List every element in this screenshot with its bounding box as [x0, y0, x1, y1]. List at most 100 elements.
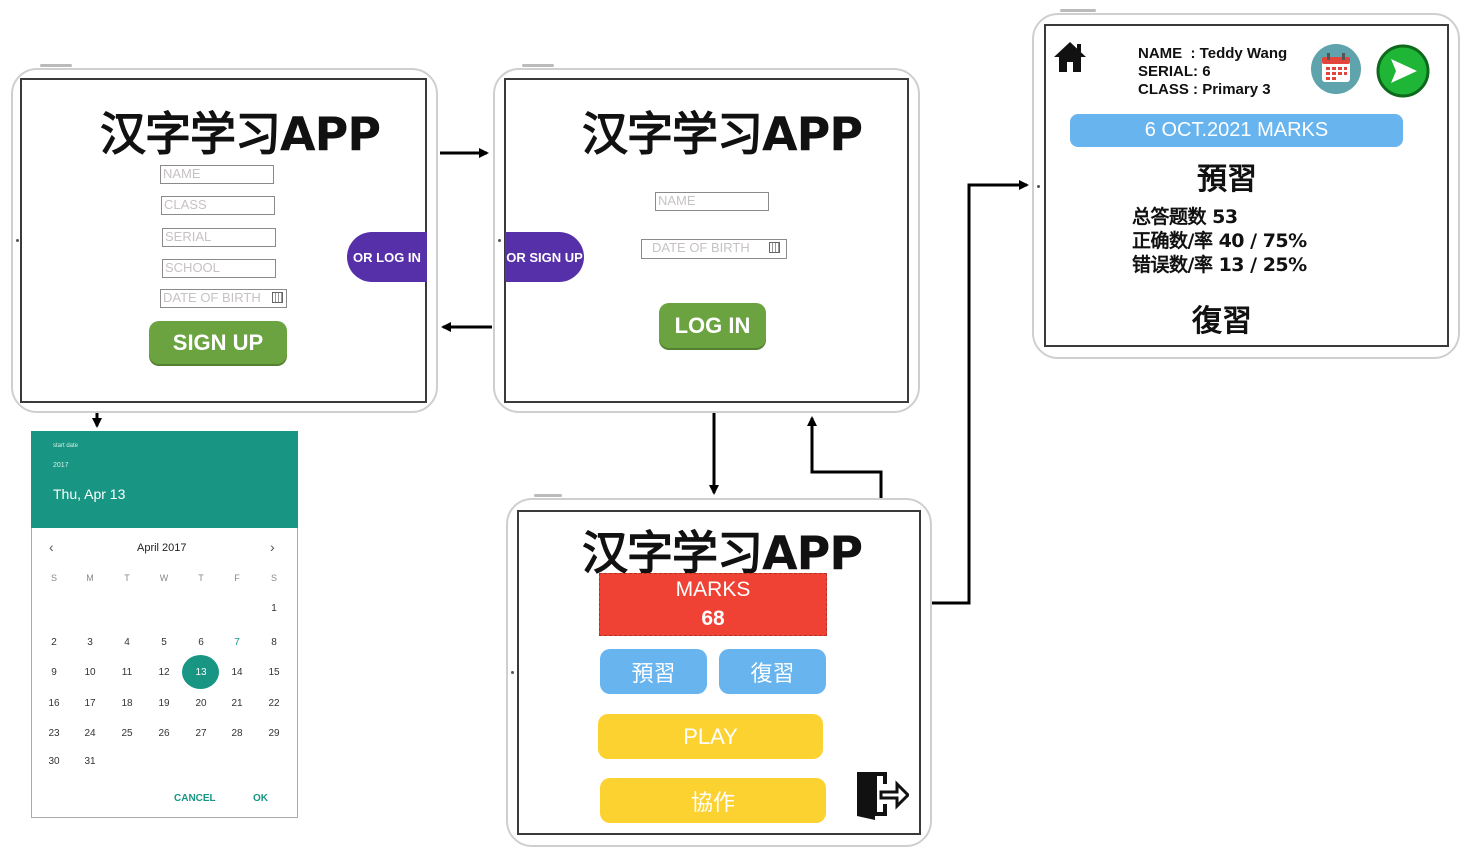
chevron-right-icon[interactable]: ›: [270, 539, 275, 555]
calendar-day[interactable]: 10: [84, 667, 96, 678]
weekday-label: T: [198, 573, 204, 583]
review-heading: 復習: [1192, 304, 1252, 339]
calendar-day[interactable]: 27: [195, 728, 207, 739]
stat-value: 53: [1212, 206, 1238, 228]
calendar-day[interactable]: 15: [268, 667, 280, 678]
signup-serial-field[interactable]: SERIAL: [162, 228, 276, 247]
play-button[interactable]: PLAY: [598, 714, 823, 759]
weekday-label: S: [270, 573, 277, 583]
login-app-title: 汉字学习APP: [582, 107, 863, 161]
exit-door-icon[interactable]: [853, 766, 909, 822]
calendar-day[interactable]: 25: [121, 728, 133, 739]
login-dob-placeholder: DATE OF BIRTH: [652, 240, 750, 255]
name-label: NAME: [1138, 45, 1183, 62]
preview-button[interactable]: 預習: [600, 649, 707, 694]
send-arrow-icon[interactable]: [1376, 44, 1430, 98]
review-button[interactable]: 復習: [719, 649, 826, 694]
calendar-day[interactable]: 18: [121, 698, 133, 709]
or-signup-button[interactable]: OR SIGN UP: [505, 232, 584, 282]
name-value: Teddy Wang: [1199, 45, 1288, 62]
calendar-day[interactable]: 1: [271, 603, 277, 614]
serial-value: 6: [1202, 63, 1211, 80]
login-button[interactable]: LOG IN: [659, 303, 766, 348]
chevron-left-icon[interactable]: ‹: [49, 539, 54, 555]
weekday-label: W: [159, 573, 169, 583]
calendar-day[interactable]: 17: [84, 698, 96, 709]
profile-labels: NAME : Teddy Wang SERIAL: 6 CLASS : Prim…: [1138, 45, 1287, 99]
marks-label: MARKS: [675, 578, 751, 601]
calendar-day[interactable]: 30: [48, 756, 60, 767]
separator: :: [1188, 81, 1203, 98]
calendar-day[interactable]: 31: [84, 756, 96, 767]
datepicker-header: [31, 431, 298, 528]
class-value: Primary 3: [1202, 81, 1271, 98]
tablet-side-dot: [511, 671, 514, 674]
class-label: CLASS: [1138, 81, 1189, 98]
signup-class-field[interactable]: CLASS: [161, 196, 275, 215]
datepicker-month-label: April 2017: [137, 542, 187, 554]
serial-label: SERIAL: [1138, 63, 1194, 80]
datepicker-ok-button[interactable]: OK: [253, 793, 268, 804]
tablet-camera-nub: [40, 64, 72, 67]
signup-school-field[interactable]: SCHOOL: [162, 259, 276, 278]
calendar-day[interactable]: 21: [231, 698, 243, 709]
calendar-day[interactable]: 22: [268, 698, 280, 709]
weekday-label: T: [124, 573, 130, 583]
login-dob-field[interactable]: DATE OF BIRTH: [641, 239, 787, 259]
datepicker-header-caption: start date: [53, 443, 79, 449]
marks-card[interactable]: MARKS 68: [599, 573, 827, 636]
calendar-day[interactable]: 13: [195, 667, 207, 678]
datepicker-cancel-button[interactable]: CANCEL: [174, 793, 216, 804]
calendar-day[interactable]: 29: [268, 728, 280, 739]
calendar-day[interactable]: 28: [231, 728, 243, 739]
calendar-day[interactable]: 7: [234, 637, 240, 648]
datepicker-selected-circle: [182, 655, 219, 689]
calendar-day[interactable]: 9: [51, 667, 57, 678]
calendar-icon[interactable]: [272, 292, 283, 303]
calendar-day[interactable]: 12: [158, 667, 170, 678]
signup-app-title: 汉字学习APP: [100, 107, 381, 161]
stat-label: 错误数/率: [1132, 254, 1213, 276]
signup-name-field[interactable]: NAME: [160, 165, 274, 184]
stats-block: 总答题数 53 正确数/率 40 / 75% 错误数/率 13 / 25%: [1132, 205, 1307, 277]
signup-dob-placeholder: DATE OF BIRTH: [163, 290, 261, 305]
datepicker-year[interactable]: 2017: [53, 462, 69, 469]
calendar-day[interactable]: 26: [158, 728, 170, 739]
datepicker-selected-date: Thu, Apr 13: [53, 486, 126, 502]
separator: :: [1193, 63, 1203, 80]
stat-total: 总答题数 53: [1132, 205, 1307, 229]
calendar-day[interactable]: 6: [198, 637, 204, 648]
calendar-day[interactable]: 4: [124, 637, 130, 648]
separator: :: [1182, 45, 1200, 62]
calendar-day[interactable]: 8: [271, 637, 277, 648]
signup-dob-field[interactable]: DATE OF BIRTH: [160, 289, 287, 308]
calendar-day[interactable]: 14: [231, 667, 243, 678]
calendar-day[interactable]: 5: [161, 637, 167, 648]
calendar-day[interactable]: 11: [121, 667, 133, 678]
or-login-button[interactable]: OR LOG IN: [347, 232, 427, 282]
calendar-day[interactable]: 3: [87, 637, 93, 648]
calendar-day[interactable]: 2: [51, 637, 57, 648]
calendar-day[interactable]: 19: [158, 698, 170, 709]
calendar-day[interactable]: 23: [48, 728, 60, 739]
stat-value: 40 / 75%: [1218, 230, 1308, 252]
tablet-side-dot: [16, 239, 19, 242]
tablet-camera-nub: [522, 64, 554, 67]
cooperate-button[interactable]: 協作: [600, 778, 826, 823]
stat-value: 13 / 25%: [1218, 254, 1308, 276]
tablet-side-dot: [498, 239, 501, 242]
home-app-title: 汉字学习APP: [582, 526, 863, 580]
calendar-icon[interactable]: [769, 242, 780, 253]
tablet-side-dot: [1037, 185, 1040, 188]
preview-heading: 預習: [1197, 162, 1257, 197]
login-name-field[interactable]: NAME: [655, 192, 769, 211]
home-icon[interactable]: [1053, 40, 1087, 74]
calendar-day[interactable]: 20: [195, 698, 207, 709]
stat-correct: 正确数/率 40 / 75%: [1132, 229, 1307, 253]
calendar-icon[interactable]: [1310, 43, 1362, 95]
calendar-day[interactable]: 16: [48, 698, 60, 709]
calendar-day[interactable]: 24: [84, 728, 96, 739]
signup-button[interactable]: SIGN UP: [149, 321, 287, 364]
stat-label: 总答题数: [1132, 206, 1207, 228]
